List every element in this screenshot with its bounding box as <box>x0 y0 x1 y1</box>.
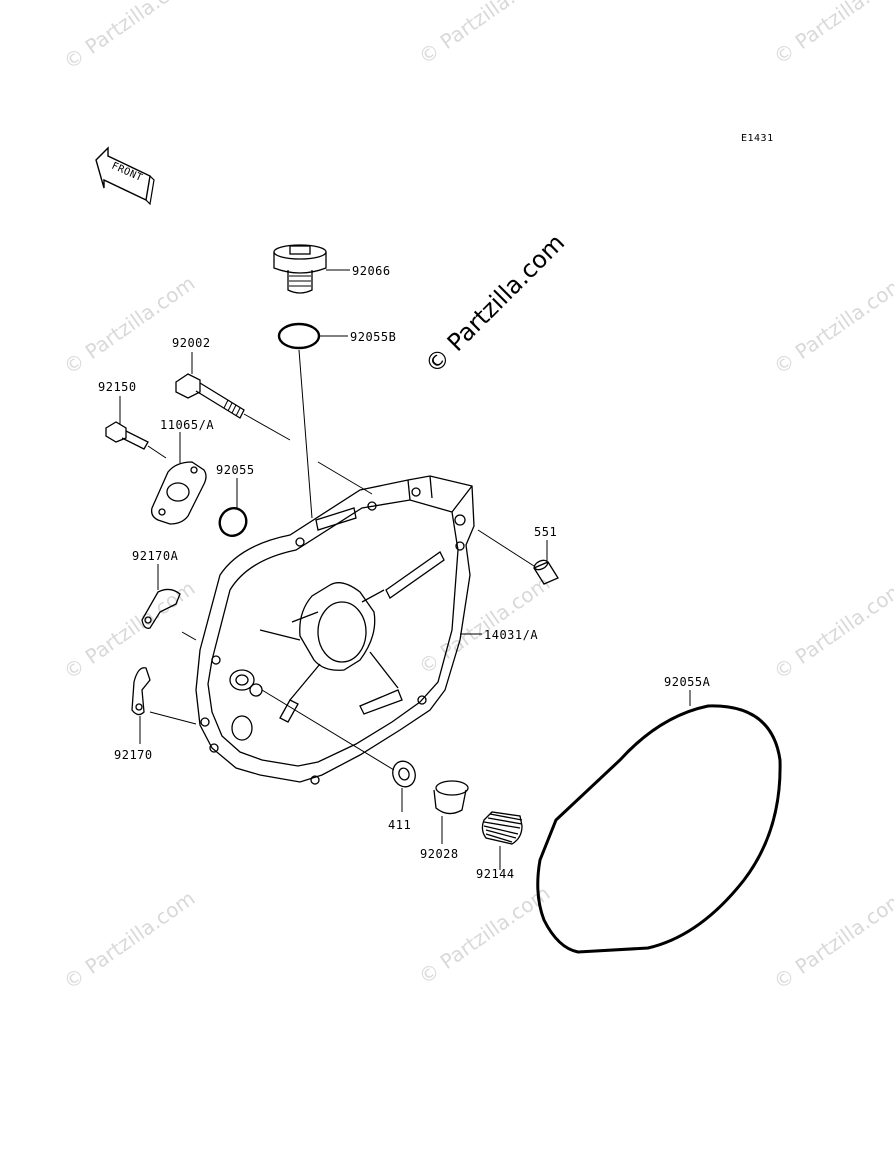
watermark-text: © Partzilla.com <box>414 881 554 989</box>
part-label-92002: 92002 <box>172 336 211 350</box>
watermark-text: © Partzilla.com <box>769 576 894 684</box>
bolt-92150-icon <box>105 421 149 450</box>
washer-411-icon <box>392 760 416 788</box>
engine-cover-14031a-icon <box>195 475 475 785</box>
watermark-layer: © Partzilla.com © Partzilla.com © Partzi… <box>59 0 894 994</box>
watermark-text: © Partzilla.com <box>769 271 894 379</box>
front-arrow-icon: FRONT <box>95 146 155 206</box>
watermark-text: © Partzilla.com <box>59 0 199 74</box>
watermark-text: © Partzilla.com <box>59 886 199 994</box>
oring-92055-icon <box>218 507 248 537</box>
part-label-92170: 92170 <box>114 748 153 762</box>
clamp-92170a-icon <box>141 588 181 629</box>
cover-plate-11065a-icon <box>150 461 207 525</box>
part-label-92066: 92066 <box>352 264 391 278</box>
spring-92144-icon <box>481 811 523 845</box>
watermark-main-text: © Partzilla.com <box>419 228 570 379</box>
part-label-14031a: 14031/A <box>484 628 538 642</box>
clamp-92170-icon <box>131 667 151 716</box>
watermark-text: © Partzilla.com <box>769 0 894 69</box>
bolt-92002-icon <box>175 373 245 419</box>
plug-92066-icon <box>273 244 327 294</box>
oring-92055b-icon <box>277 322 321 350</box>
part-label-92144: 92144 <box>476 867 515 881</box>
watermark-text: © Partzilla.com <box>414 571 554 679</box>
part-label-92055a: 92055A <box>664 675 711 689</box>
part-label-92150: 92150 <box>98 380 137 394</box>
watermark-text: © Partzilla.com <box>769 886 894 994</box>
part-label-92055b: 92055B <box>350 330 396 344</box>
dowel-551-icon <box>533 559 559 585</box>
part-label-92028: 92028 <box>420 847 459 861</box>
diagram-code: E1431 <box>741 133 774 144</box>
part-label-411: 411 <box>388 818 411 832</box>
part-label-92055: 92055 <box>216 463 255 477</box>
watermark-text: © Partzilla.com <box>414 0 554 69</box>
gasket-92055a-icon <box>536 704 782 954</box>
part-label-551: 551 <box>534 525 557 539</box>
bushing-92028-icon <box>433 780 469 815</box>
part-label-11065a: 11065/A <box>160 418 214 432</box>
watermark-text: © Partzilla.com <box>59 271 199 379</box>
part-label-92170a: 92170A <box>132 549 179 563</box>
